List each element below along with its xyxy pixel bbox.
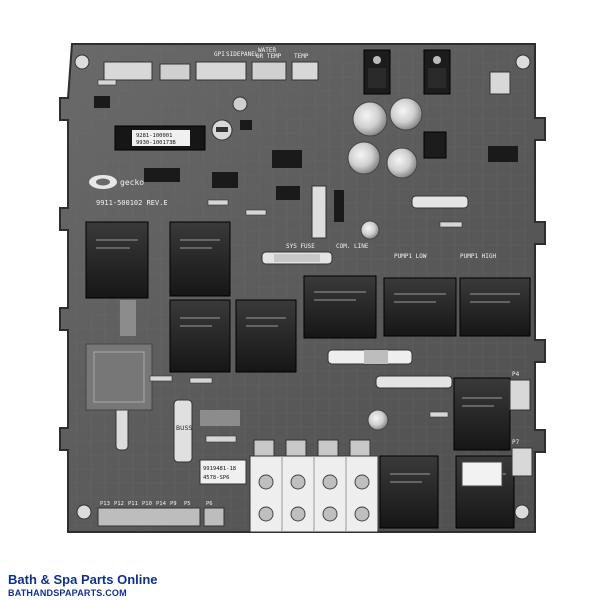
top-connectors (103, 61, 511, 95)
terminal-screws (253, 439, 371, 457)
connector-code: P6 (206, 501, 213, 507)
part-number-label: 9911-500102 REV.E (96, 199, 168, 207)
chip-label-line: 9930-100173B (136, 140, 176, 146)
logo-text: gecko (120, 178, 144, 187)
header-pins (144, 168, 344, 239)
integrated-circuits: 9281-100001 9930-100173B (94, 96, 518, 200)
connector-code: P12 (114, 501, 124, 507)
trimmers (211, 96, 248, 141)
fuse-label: SYS FUSE (286, 243, 315, 250)
relay-sticker (461, 461, 503, 487)
footer-url: BATHANDSPAPARTS.COM (8, 588, 127, 598)
silk-label: SIDEPANEL (226, 51, 259, 58)
chip-label-line: 9281-100001 (136, 133, 172, 139)
terminal-block (249, 455, 379, 533)
relay-markings (96, 239, 520, 483)
silk-label: TEMP (294, 53, 309, 60)
connector-code: P5 (184, 501, 191, 507)
pump-label: PUMP1 HIGH (460, 253, 497, 260)
silk-label: GPI (214, 51, 225, 58)
bottom-connectors: P13 P12 P11 P10 P14 P9 P5 P6 (97, 501, 225, 527)
com-line-label: COM. LINE (336, 243, 369, 250)
fuses: SYS FUSE BUSS (115, 195, 469, 463)
resistors (97, 79, 463, 443)
footer-brand: Bath & Spa Parts Online (8, 572, 158, 587)
top-silkscreen-labels: GPI SIDEPANEL WATER OR TEMP TEMP (214, 47, 309, 60)
silk-label: WATER (258, 47, 276, 54)
silk-label: OR TEMP (256, 53, 282, 60)
capacitors (347, 97, 423, 431)
connector-code: P9 (170, 501, 177, 507)
buss-fuse-label: BUSS (176, 425, 192, 432)
connector-code: P7 (512, 439, 520, 446)
id-sticker-line: 4578-SP6 (203, 475, 230, 481)
left-power-section (85, 300, 240, 426)
connector-code: P10 (142, 501, 152, 507)
connector-code: P13 (100, 501, 110, 507)
connector-code: P14 (156, 501, 167, 507)
connector-code: P11 (128, 501, 138, 507)
id-sticker: 9919481-18 4578-SP6 (199, 459, 247, 485)
pump-label: PUMP1 LOW (394, 253, 427, 260)
voltage-regulators (363, 49, 451, 159)
gecko-logo: gecko (89, 175, 144, 189)
id-sticker-line: 9919481-18 (203, 466, 236, 472)
connector-code: P4 (512, 371, 520, 378)
right-connectors: P4 P7 (509, 371, 533, 477)
